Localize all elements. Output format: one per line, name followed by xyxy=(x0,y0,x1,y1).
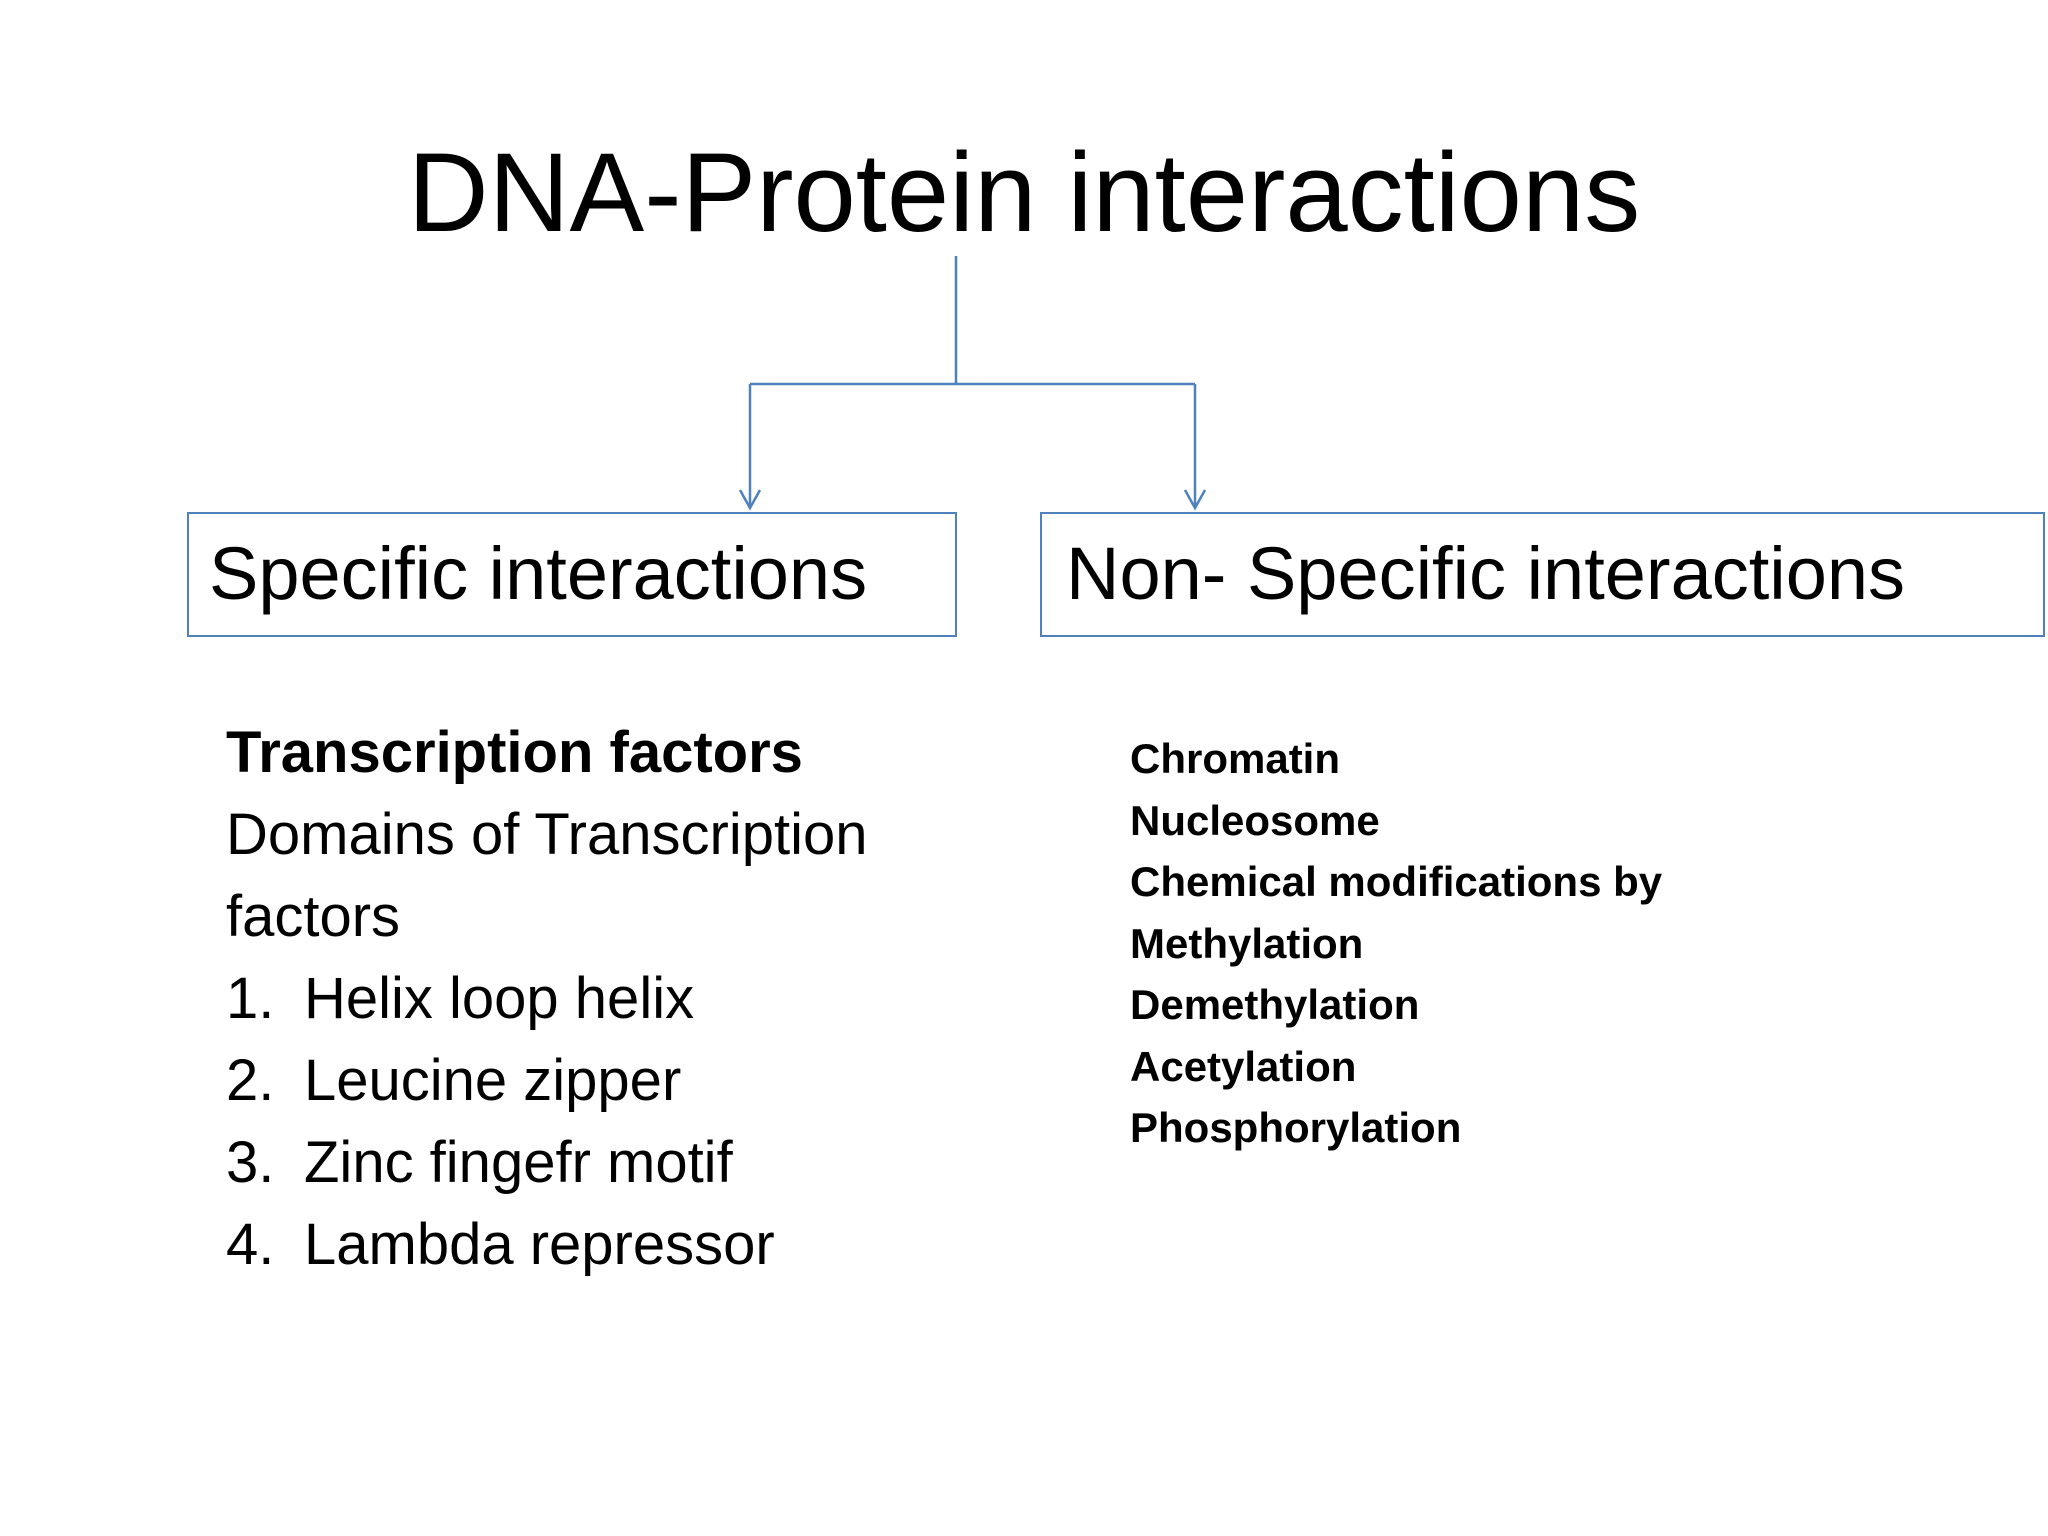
domains-subheading: Domains of Transcription factors xyxy=(226,802,868,949)
list-item-number: 1. xyxy=(226,966,275,1031)
domain-list: 1. Helix loop helix 2. Leucine zipper 3.… xyxy=(226,958,986,1286)
list-item: Demethylation xyxy=(1130,981,1420,1028)
list-item: 1. Helix loop helix xyxy=(226,958,986,1040)
list-item-label: Helix loop helix xyxy=(304,966,695,1031)
list-item-number: 2. xyxy=(226,1048,275,1113)
transcription-factors-heading: Transcription factors xyxy=(226,720,803,785)
list-item-number: 3. xyxy=(226,1130,275,1195)
specific-interactions-details: Transcription factors Domains of Transcr… xyxy=(226,712,986,1286)
specific-interactions-label: Specific interactions xyxy=(209,532,868,615)
list-item: Chemical modifications by xyxy=(1130,858,1663,905)
modification-list: Chromatin Nucleosome Chemical modificati… xyxy=(1130,728,2030,1159)
list-item: Phosphorylation xyxy=(1130,1104,1462,1151)
list-item: 3. Zinc fingefr motif xyxy=(226,1122,986,1204)
list-item: Acetylation xyxy=(1130,1042,1357,1090)
specific-interactions-box: Specific interactions xyxy=(187,512,957,637)
list-item: Nucleosome xyxy=(1130,796,1380,844)
list-item: 2. Leucine zipper xyxy=(226,1040,986,1122)
slide-title: DNA-Protein interactions xyxy=(407,130,1641,255)
left-arrowhead xyxy=(738,489,762,511)
list-item-label: Lambda repressor xyxy=(304,1212,775,1277)
list-item-label: Zinc fingefr motif xyxy=(304,1130,733,1195)
non-specific-interactions-box: Non- Specific interactions xyxy=(1040,512,2045,637)
list-item: Methylation xyxy=(1130,919,1364,967)
non-specific-interactions-label: Non- Specific interactions xyxy=(1066,532,1906,615)
list-item: Chromatin xyxy=(1130,735,1340,782)
list-item-label: Leucine zipper xyxy=(304,1048,682,1113)
list-item: 4. Lambda repressor xyxy=(226,1204,986,1286)
non-specific-interactions-details: Chromatin Nucleosome Chemical modificati… xyxy=(1130,728,2030,1159)
right-arrowhead xyxy=(1183,489,1207,511)
list-item-number: 4. xyxy=(226,1212,275,1277)
